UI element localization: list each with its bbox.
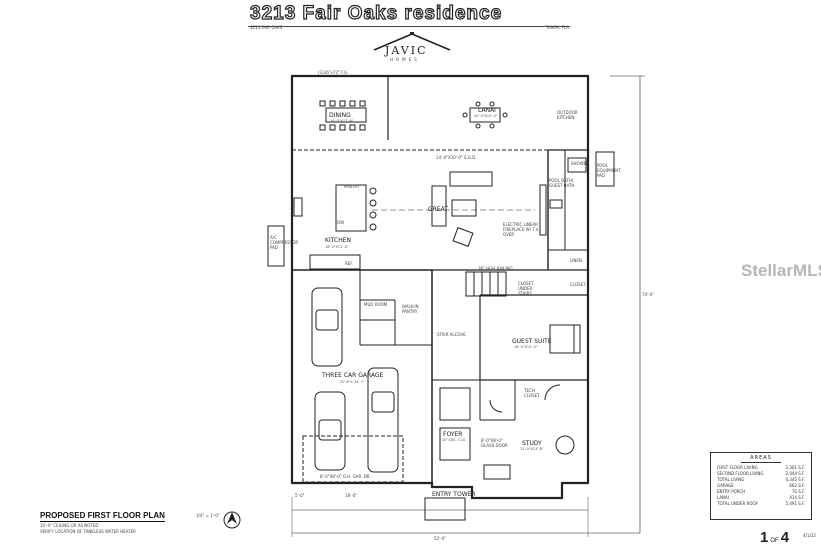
areas-row: FIRST FLOOR LIVING 2,301 S.F.: [717, 465, 805, 470]
room-dims-study: 11'-0"X13'-8": [520, 447, 544, 451]
note-fridge: REF: [345, 261, 353, 266]
page-total: 4: [780, 529, 790, 546]
note-glass-door: 8'-0"X8'-0" GLASS DOOR: [481, 438, 508, 448]
room-label-stair-alcove: STAIR ALCOVE: [437, 332, 466, 337]
note-pantry-cabinet: PANTRY: [344, 184, 360, 189]
areas-row-value: 70 S.F.: [791, 489, 805, 494]
dimension-garage: 18'-0": [345, 493, 358, 498]
room-label-pool-equipment: POOL EQUIPMENT PAD: [597, 163, 621, 178]
note-garage-door: 8'-0"X8'-0" O.H. GAR. DR.: [320, 474, 371, 479]
areas-row-value: 2,301 S.F.: [785, 465, 805, 470]
room-label-walk-in-pantry: WALK-IN PANTRY: [402, 304, 419, 314]
room-label-great: GREAT: [428, 206, 448, 213]
room-dims-lanai: 20'-0"X13'-0": [474, 114, 498, 118]
note-railing: 36" HGH RAILING: [478, 266, 513, 271]
room-label-closet-under-stairs: CLOSET UNDER STAIRS: [518, 281, 534, 296]
page-current: 1: [760, 529, 769, 546]
room-label-foyer: FOYER: [443, 431, 463, 438]
areas-table: AREAS FIRST FLOOR LIVING 2,301 S.F. SECON…: [710, 452, 812, 520]
dimension-bottom: 52'-0": [434, 536, 447, 541]
room-label-entry-tower: ENTRY TOWER: [432, 491, 476, 498]
header-city-right: TAMPA, FLA: [546, 25, 570, 30]
room-label-outdoor-kitchen: OUTDOOR KITCHEN: [557, 110, 578, 120]
note-stackers: 14'-0"X10'-0" S.G.D.: [436, 155, 477, 160]
note-dishwasher: DW: [337, 220, 345, 225]
areas-row: ENTRY PORCH 70 S.F.: [717, 489, 805, 494]
plan-note-water-heater: VERIFY LOCATION OF TANKLESS WATER HEATER: [40, 529, 136, 534]
areas-row-label: TOTAL UNDER ROOF: [717, 501, 758, 506]
dimension-small: 5'-0": [295, 493, 305, 498]
areas-row-label: LANAI: [717, 495, 729, 500]
room-dims-three-car-garage: 20'-8"X 34'-7": [340, 380, 365, 384]
stellarmls-watermark: StellarMLS: [741, 261, 821, 280]
areas-row: TOTAL UNDER ROOF 5,491 S.F.: [717, 501, 805, 506]
areas-row-value: 4,345 S.F.: [785, 477, 805, 482]
areas-row: TOTAL LIVING 4,345 S.F.: [717, 477, 805, 482]
room-dims-guest-suite: 18'-0"X12'-0": [514, 345, 538, 349]
areas-row-label: FIRST FLOOR LIVING: [717, 465, 758, 470]
areas-row: LANAI 414 S.F.: [717, 495, 805, 500]
room-label-linen: LINEN: [570, 258, 582, 263]
plan-title-heading: 3213 Fair Oaks residence: [249, 2, 503, 24]
areas-row-label: TOTAL LIVING: [717, 477, 745, 482]
areas-row-value: 662 S.F.: [789, 483, 805, 488]
room-label-pool-bath: POOL BATH/ GUEST BATH: [549, 178, 575, 188]
room-label-shower: SHOWER: [571, 161, 589, 166]
room-label-closet: CLOSET: [570, 282, 586, 287]
plan-scale: 1/4" = 1'-0": [196, 513, 220, 518]
note-window-top: (3)36"x72" F.G.: [318, 70, 349, 75]
room-label-lanai: LANAI: [478, 107, 496, 114]
room-label-mud-room: MUD ROOM: [364, 302, 388, 307]
room-dims-dining: 16'-0"X12'-6": [330, 119, 354, 123]
areas-row-label: SECOND FLOOR LIVING: [717, 471, 764, 476]
areas-row: GARAGE 662 S.F.: [717, 483, 805, 488]
note-fireplace: ELECTRIC LINEAR FIREPLACE W/ T.V. OVER: [503, 222, 540, 237]
areas-row-label: ENTRY PORCH: [717, 489, 746, 494]
logo-wordmark: JAVIC: [385, 44, 428, 57]
areas-row-value: 2,044 S.F.: [785, 471, 805, 476]
title-underline: [248, 26, 570, 27]
plan-note-ceiling: 10'-0" CEILING OR AS NOTED: [40, 523, 99, 528]
north-arrow-icon: [223, 511, 241, 529]
areas-row-value: 414 S.F.: [789, 495, 805, 500]
areas-heading: AREAS: [750, 455, 772, 461]
room-label-kitchen: KITCHEN: [325, 237, 351, 244]
page-of: OF: [770, 538, 779, 544]
areas-row-label: GARAGE: [717, 483, 734, 488]
room-label-guest-suite: GUEST SUITE: [512, 338, 552, 345]
room-label-three-car-garage: THREE CAR GARAGE: [322, 372, 384, 379]
dimension-side: 74'-0": [642, 292, 655, 297]
room-dims-kitchen: 18'-0"X11'-6": [325, 245, 349, 249]
room-label-dining: DINING: [329, 112, 351, 119]
room-dims-foyer: 10' CEIL. CLG: [442, 438, 466, 442]
room-label-tech-closet: TECH CLOSET: [524, 388, 540, 398]
logo-subtext: HOMES: [390, 57, 420, 62]
javic-roof-logo-icon: [373, 32, 451, 51]
header-address-left: 3213 FAIR OAKS: [250, 25, 283, 30]
proposed-plan-title: PROPOSED FIRST FLOOR PLAN: [40, 511, 165, 522]
date-stamp: 4/1/22: [803, 533, 816, 538]
areas-row: SECOND FLOOR LIVING 2,044 S.F.: [717, 471, 805, 476]
room-label-study: STUDY: [522, 440, 542, 447]
areas-heading-rule: [741, 462, 781, 463]
room-label-ac-pad: A/C COMPRESSOR PAD: [270, 235, 299, 250]
areas-row-value: 5,491 S.F.: [785, 501, 805, 506]
